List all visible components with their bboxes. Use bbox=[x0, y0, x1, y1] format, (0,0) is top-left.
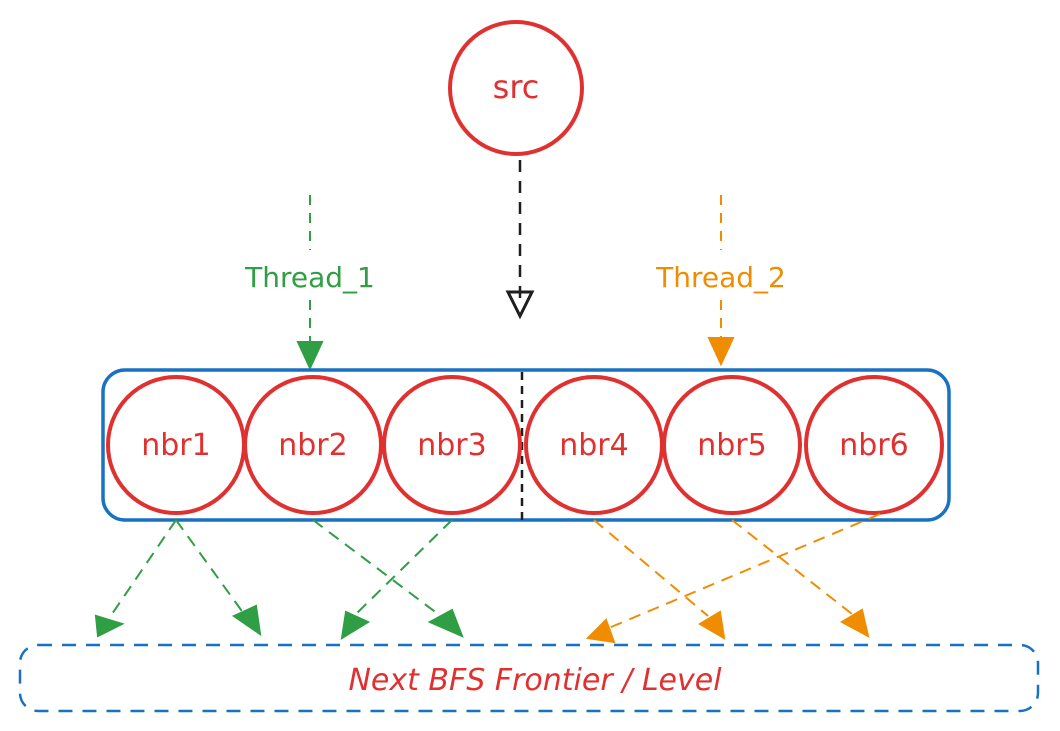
neighbor-6-label: nbr6 bbox=[839, 428, 908, 463]
neighbor-2: nbr2 bbox=[243, 375, 383, 515]
neighbor-4: nbr4 bbox=[524, 375, 664, 515]
edge-nbr5-head bbox=[839, 608, 870, 638]
thread-1: Thread_1 bbox=[244, 195, 375, 371]
neighbor-group-box bbox=[101, 368, 951, 522]
edge-nbr6 bbox=[603, 513, 881, 631]
neighbor-5-label: nbr5 bbox=[697, 428, 766, 463]
source-node: src bbox=[448, 20, 584, 156]
edge-nbr4 bbox=[593, 519, 709, 617]
thread-2-edges bbox=[585, 513, 881, 644]
edge-nbr2 bbox=[312, 519, 439, 615]
neighbor-1: nbr1 bbox=[106, 375, 246, 515]
thread-2: Thread_2 bbox=[655, 195, 786, 367]
edge-nbr6-head bbox=[585, 618, 616, 644]
edge-nbr3-head bbox=[340, 610, 371, 640]
neighbor-6: nbr6 bbox=[804, 375, 944, 515]
neighbor-5-circle bbox=[662, 375, 802, 515]
neighbor-4-label: nbr4 bbox=[559, 428, 628, 463]
neighbor-5: nbr5 bbox=[662, 375, 802, 515]
neighbor-2-label: nbr2 bbox=[278, 428, 347, 463]
neighbor-3: nbr3 bbox=[382, 375, 522, 515]
frontier-box: Next BFS Frontier / Level bbox=[18, 643, 1040, 713]
edge-nbr1-b-head bbox=[231, 604, 262, 637]
neighbor-1-label: nbr1 bbox=[141, 428, 210, 463]
edge-nbr2-head bbox=[427, 608, 464, 638]
edge-nbr1-a-head bbox=[94, 614, 125, 638]
thread-1-arrow-head bbox=[296, 341, 324, 371]
edge-nbr4-head bbox=[698, 610, 726, 640]
frontier-label: Next BFS Frontier / Level bbox=[348, 663, 722, 698]
thread-2-arrow-head bbox=[707, 337, 735, 367]
neighbor-6-circle bbox=[804, 375, 944, 515]
thread-2-label: Thread_2 bbox=[655, 261, 786, 294]
source-arrow bbox=[505, 160, 535, 320]
source-node-label: src bbox=[493, 68, 540, 106]
edge-nbr5 bbox=[731, 519, 853, 615]
frontier-box-outline bbox=[18, 643, 1040, 713]
thread-1-label: Thread_1 bbox=[244, 261, 375, 294]
neighbor-2-circle bbox=[243, 375, 383, 515]
edge-nbr3 bbox=[355, 519, 453, 615]
source-node-circle bbox=[448, 20, 584, 156]
neighbor-3-circle bbox=[382, 375, 522, 515]
thread-1-edges bbox=[94, 519, 464, 640]
edge-nbr1-b bbox=[175, 519, 245, 615]
source-arrow-head bbox=[505, 290, 535, 320]
neighbor-3-label: nbr3 bbox=[417, 428, 486, 463]
edge-nbr1-a bbox=[111, 519, 177, 615]
